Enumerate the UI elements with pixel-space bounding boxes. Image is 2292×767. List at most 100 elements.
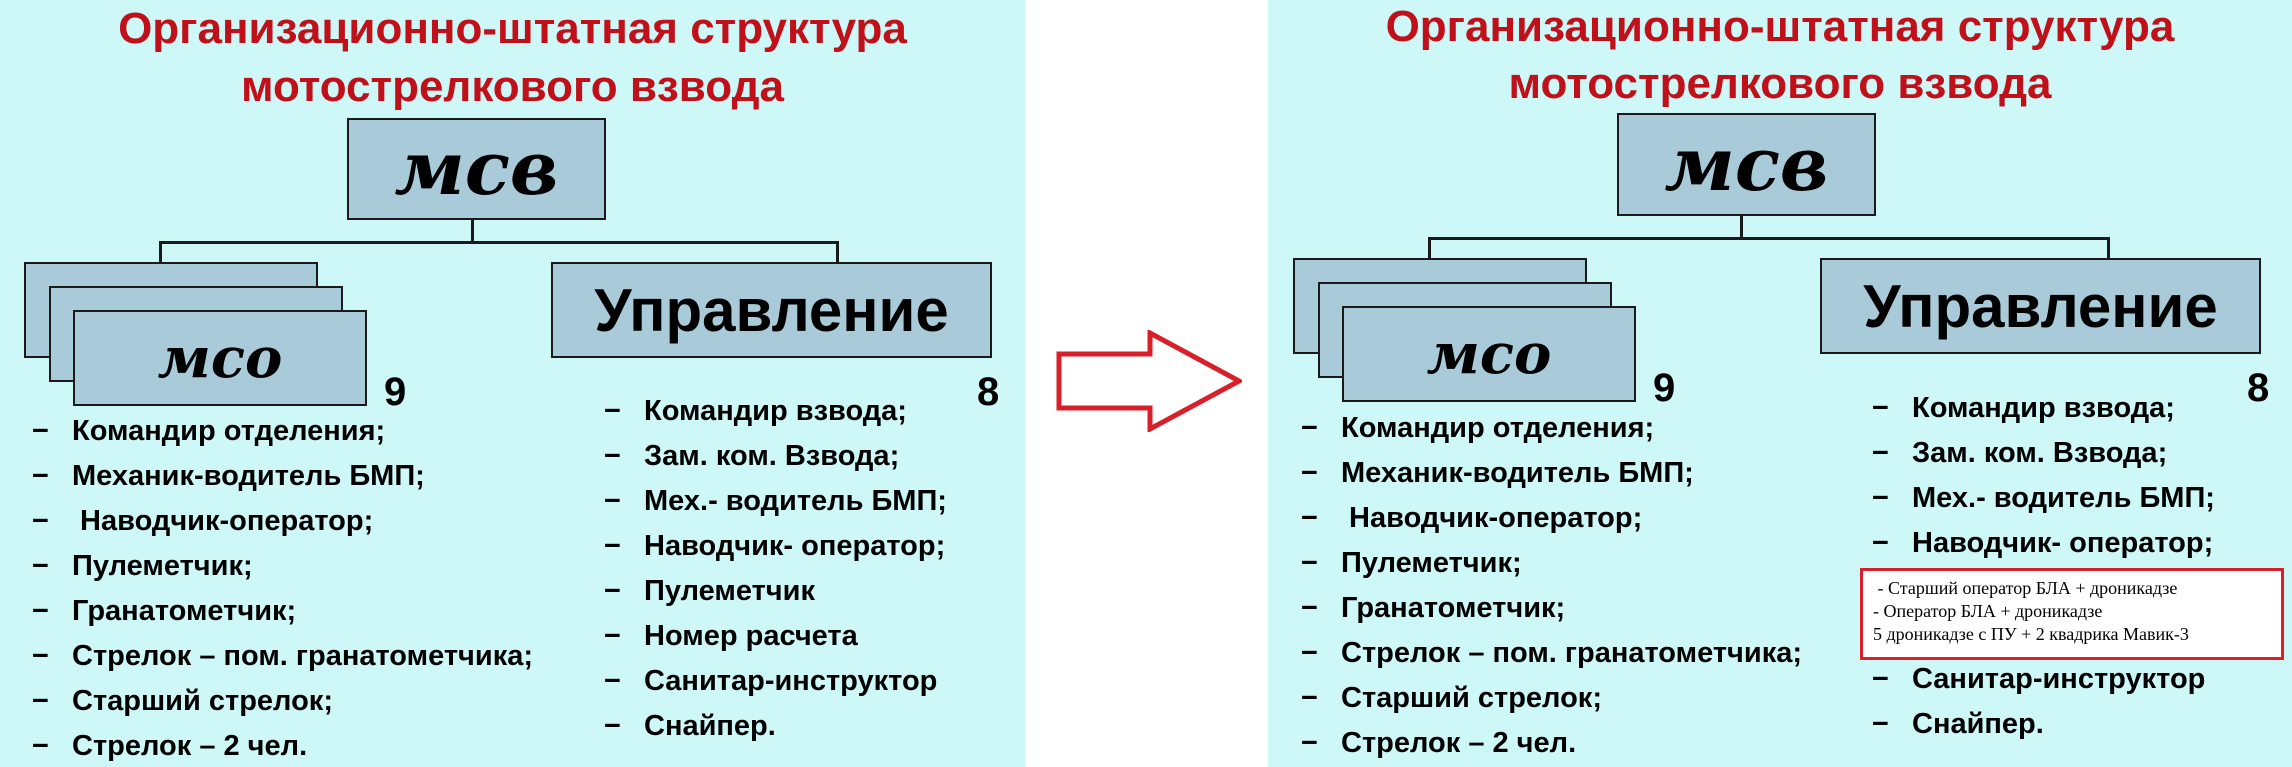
drone-operators-note: - Старший оператор БЛА + дроникадзе - Оп… xyxy=(1860,568,2284,660)
role-text: Стрелок – пом. гранатометчика; xyxy=(72,640,533,672)
bullet-dash: − xyxy=(1301,727,1318,759)
role-item: − Наводчик-оператор; xyxy=(1301,496,1802,541)
role-text: Пулеметчик xyxy=(644,575,815,607)
bullet-dash: − xyxy=(604,530,621,562)
role-text: Наводчик-оператор; xyxy=(1341,502,1643,534)
role-text: Командир отделения; xyxy=(72,415,386,447)
role-text: Санитар-инструктор xyxy=(644,665,938,697)
role-item: −Мех.- водитель БМП; xyxy=(1872,476,2215,521)
role-item: −Стрелок – пом. гранатометчика; xyxy=(1301,631,1802,676)
role-item: −Старший стрелок; xyxy=(1301,676,1802,721)
role-item: −Гранатометчик; xyxy=(32,589,533,634)
connector-horizontal xyxy=(1428,237,2109,240)
bullet-dash: − xyxy=(32,550,49,582)
bullet-dash: − xyxy=(1301,682,1318,714)
bullet-dash: − xyxy=(604,395,621,427)
role-item: −Зам. ком. Взвода; xyxy=(1872,431,2215,476)
note-line: - Оператор БЛА + дроникадзе xyxy=(1873,601,2103,621)
role-text: Мех.- водитель БМП; xyxy=(1912,482,2215,514)
role-item: −Мех.- водитель БМП; xyxy=(604,479,947,524)
role-text: Старший стрелок; xyxy=(72,685,333,717)
role-item: −Снайпер. xyxy=(604,704,947,749)
connector-right-drop xyxy=(836,241,839,263)
role-item: −Командир взвода; xyxy=(1872,386,2215,431)
connector-horizontal xyxy=(159,241,838,244)
slide-title-line2: мотострелкового взвода xyxy=(1508,59,2052,108)
role-text: Мех.- водитель БМП; xyxy=(644,485,947,517)
role-text: Снайпер. xyxy=(1912,708,2044,740)
role-item: −Пулеметчик; xyxy=(1301,541,1802,586)
squad-roles-list: −Командир отделения;−Механик-водитель БМ… xyxy=(32,409,533,767)
bullet-dash: − xyxy=(1301,592,1318,624)
role-item: −Зам. ком. Взвода; xyxy=(604,434,947,479)
role-text: Гранатометчик; xyxy=(72,595,297,627)
role-item: −Пулеметчик; xyxy=(32,544,533,589)
role-text: Командир взвода; xyxy=(644,395,907,427)
management-roles-list-top: −Командир взвода;−Зам. ком. Взвода;−Мех.… xyxy=(1872,386,2215,566)
role-text: Стрелок – 2 чел. xyxy=(72,730,308,762)
management-roles-list: −Командир взвода;−Зам. ком. Взвода;−Мех.… xyxy=(604,389,947,749)
slide-title-line1: Организационно-штатная структура xyxy=(1385,2,2175,51)
role-text: Снайпер. xyxy=(644,710,776,742)
role-item: −Старший стрелок; xyxy=(32,679,533,724)
connector-vertical-top xyxy=(471,220,474,242)
management-count: 8 xyxy=(2247,366,2270,410)
bullet-dash: − xyxy=(1301,502,1318,534)
role-item: −Командир отделения; xyxy=(1301,406,1802,451)
role-text: Гранатометчик; xyxy=(1341,592,1566,624)
bullet-dash: − xyxy=(1872,708,1889,740)
role-item: −Пулеметчик xyxy=(604,569,947,614)
management-box: Управление xyxy=(551,262,992,358)
role-item: −Гранатометчик; xyxy=(1301,586,1802,631)
bullet-dash: − xyxy=(1872,663,1889,695)
role-text: Пулеметчик; xyxy=(1341,547,1522,579)
role-item: − Наводчик-оператор; xyxy=(32,499,533,544)
bullet-dash: − xyxy=(32,640,49,672)
bullet-dash: − xyxy=(1872,437,1889,469)
slide-title-line2: мотострелкового взвода xyxy=(241,62,784,111)
transition-arrow-icon xyxy=(1056,330,1242,432)
connector-vertical-top xyxy=(1740,216,1743,238)
connector-left-drop xyxy=(159,241,162,263)
management-roles-list-bottom: −Санитар-инструктор−Снайпер. xyxy=(1872,657,2205,747)
role-item: −Номер расчета xyxy=(604,614,947,659)
role-text: Наводчик- оператор; xyxy=(1912,527,2214,559)
right-slide: Организационно-штатная структура мотостр… xyxy=(1268,0,2292,767)
platoon-box: мсв xyxy=(347,118,606,220)
role-text: Наводчик- оператор; xyxy=(644,530,946,562)
role-text: Наводчик-оператор; xyxy=(72,505,374,537)
bullet-dash: − xyxy=(32,730,49,762)
bullet-dash: − xyxy=(32,415,49,447)
squad-count: 9 xyxy=(1653,366,1676,410)
role-text: Командир взвода; xyxy=(1912,392,2175,424)
role-text: Зам. ком. Взвода; xyxy=(1912,437,2168,469)
bullet-dash: − xyxy=(604,485,621,517)
note-line: - Старший оператор БЛА + дроникадзе xyxy=(1873,578,2178,598)
bullet-dash: − xyxy=(604,620,621,652)
note-line: 5 дроникадзе с ПУ + 2 квадрика Мавик-3 xyxy=(1873,624,2189,644)
slide-title-line1: Организационно-штатная структура xyxy=(118,4,907,53)
bullet-dash: − xyxy=(32,685,49,717)
role-text: Старший стрелок; xyxy=(1341,682,1602,714)
role-item: −Механик-водитель БМП; xyxy=(1301,451,1802,496)
role-item: −Стрелок – 2 чел. xyxy=(32,724,533,767)
role-item: −Снайпер. xyxy=(1872,702,2205,747)
connector-left-drop xyxy=(1428,237,1431,259)
role-text: Механик-водитель БМП; xyxy=(1341,457,1694,489)
role-text: Стрелок – 2 чел. xyxy=(1341,727,1577,759)
bullet-dash: − xyxy=(1872,392,1889,424)
management-box: Управление xyxy=(1820,258,2261,354)
role-text: Санитар-инструктор xyxy=(1912,663,2206,695)
left-slide: Организационно-штатная структура мотостр… xyxy=(0,0,1025,767)
bullet-dash: − xyxy=(1872,527,1889,559)
role-item: −Санитар-инструктор xyxy=(604,659,947,704)
bullet-dash: − xyxy=(1872,482,1889,514)
bullet-dash: − xyxy=(604,710,621,742)
bullet-dash: − xyxy=(604,665,621,697)
role-item: −Механик-водитель БМП; xyxy=(32,454,533,499)
connector-right-drop xyxy=(2107,237,2110,259)
role-text: Механик-водитель БМП; xyxy=(72,460,425,492)
role-text: Зам. ком. Взвода; xyxy=(644,440,900,472)
role-item: −Стрелок – 2 чел. xyxy=(1301,721,1802,766)
role-item: −Командир взвода; xyxy=(604,389,947,434)
